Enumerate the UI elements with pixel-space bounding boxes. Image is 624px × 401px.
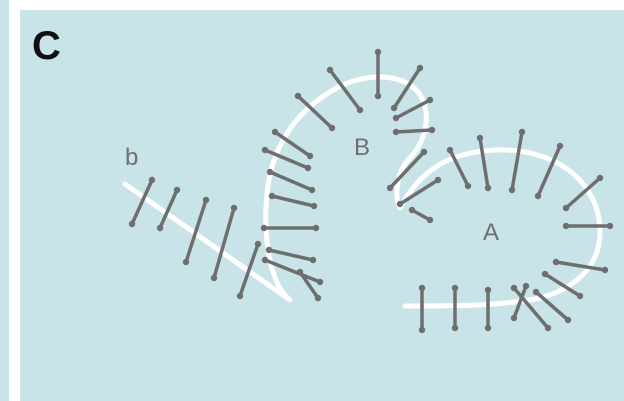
rung-line	[272, 196, 314, 206]
rung-endpoint	[211, 275, 217, 281]
rung-endpoint	[421, 149, 427, 155]
rung-endpoint	[545, 325, 551, 331]
rung-endpoint	[183, 259, 189, 265]
rung-endpoint	[409, 207, 415, 213]
rung-endpoint	[557, 143, 563, 149]
rung-group	[129, 49, 613, 333]
rung-endpoint	[310, 257, 316, 263]
rung-line	[480, 138, 488, 188]
rung-endpoint	[203, 197, 209, 203]
rung-endpoint	[231, 205, 237, 211]
rung-endpoint	[266, 247, 272, 253]
rung-endpoint	[485, 325, 491, 331]
rung-endpoint	[427, 97, 433, 103]
rung-line	[396, 130, 432, 132]
rung-line	[556, 262, 605, 270]
rung-endpoint	[419, 327, 425, 333]
rung-endpoint	[391, 105, 397, 111]
rung-endpoint	[535, 193, 541, 199]
rung-endpoint	[313, 225, 319, 231]
rung-endpoint	[387, 185, 393, 191]
rung-endpoint	[267, 169, 273, 175]
rung-endpoint	[417, 65, 423, 71]
rung-endpoint	[577, 293, 583, 299]
rung-endpoint	[305, 165, 311, 171]
rung-endpoint	[542, 271, 548, 277]
rung-endpoint	[315, 295, 321, 301]
rung-endpoint	[429, 127, 435, 133]
label-B: B	[354, 136, 370, 160]
rung-endpoint	[174, 187, 180, 193]
rung-endpoint	[511, 285, 517, 291]
rung-endpoint	[602, 267, 608, 273]
rung-endpoint	[419, 285, 425, 291]
rung-line	[269, 250, 313, 260]
rung-endpoint	[157, 225, 163, 231]
panel-letter: C	[32, 26, 61, 66]
rung-endpoint	[485, 287, 491, 293]
rung-endpoint	[397, 201, 403, 207]
rung-endpoint	[317, 279, 323, 285]
rung-endpoint	[272, 129, 278, 135]
rung-endpoint	[563, 223, 569, 229]
rung-endpoint	[607, 223, 613, 229]
rung-endpoint	[297, 269, 303, 275]
rung-endpoint	[485, 185, 491, 191]
rung-endpoint	[452, 285, 458, 291]
label-b: b	[125, 146, 138, 170]
rung-endpoint	[237, 293, 243, 299]
rung-endpoint	[393, 115, 399, 121]
rung-endpoint	[261, 225, 267, 231]
rung-endpoint	[597, 175, 603, 181]
rung-endpoint	[262, 257, 268, 263]
rung-endpoint	[295, 93, 301, 99]
rung-endpoint	[511, 315, 517, 321]
rung-endpoint	[523, 283, 529, 289]
rung-endpoint	[307, 153, 313, 159]
rung-endpoint	[452, 325, 458, 331]
rung-line	[270, 172, 312, 190]
label-A: A	[483, 221, 499, 245]
rung-endpoint	[393, 129, 399, 135]
rung-endpoint	[375, 93, 381, 99]
rung-endpoint	[427, 217, 433, 223]
rung-endpoint	[311, 203, 317, 209]
rung-endpoint	[565, 317, 571, 323]
rung-endpoint	[447, 147, 453, 153]
rung-endpoint	[563, 205, 569, 211]
rung-endpoint	[327, 67, 333, 73]
rung-endpoint	[553, 259, 559, 265]
rung-line	[512, 132, 522, 190]
rung-endpoint	[329, 125, 335, 131]
rung-endpoint	[309, 187, 315, 193]
rung-endpoint	[533, 289, 539, 295]
rung-endpoint	[129, 221, 135, 227]
rung-endpoint	[269, 193, 275, 199]
rung-endpoint	[149, 177, 155, 183]
rung-endpoint	[509, 187, 515, 193]
rung-line	[214, 208, 234, 278]
rung-endpoint	[357, 107, 363, 113]
rung-endpoint	[477, 135, 483, 141]
rung-endpoint	[519, 129, 525, 135]
rung-endpoint	[255, 241, 261, 247]
rung-endpoint	[465, 183, 471, 189]
rung-endpoint	[262, 147, 268, 153]
rung-endpoint	[375, 49, 381, 55]
rung-line	[240, 244, 258, 296]
rung-endpoint	[435, 177, 441, 183]
